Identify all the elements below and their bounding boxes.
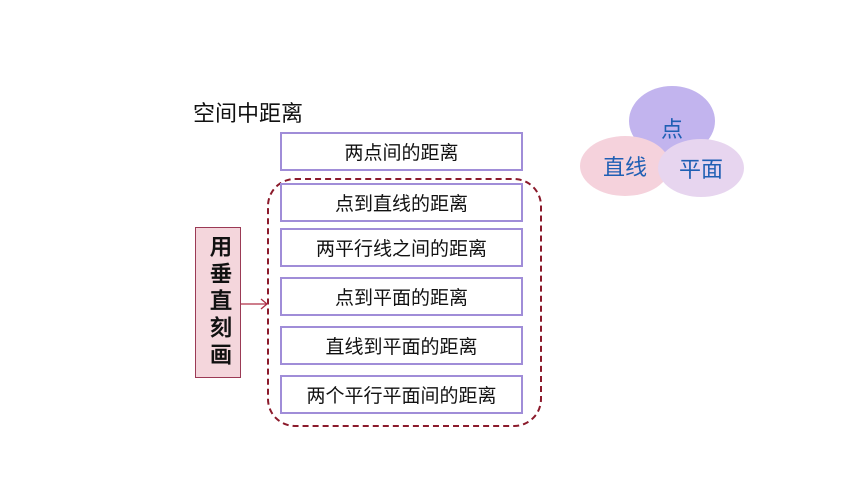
venn-plane-ellipse: 平面: [658, 139, 744, 197]
distance-item-point-to-plane: 点到平面的距离: [280, 277, 523, 316]
distance-item-line-to-plane: 直线到平面的距离: [280, 326, 523, 365]
page-title: 空间中距离: [193, 102, 304, 127]
distance-item-parallel-planes: 两个平行平面间的距离: [280, 375, 523, 414]
arrow-right-icon: [241, 298, 269, 310]
distance-item-point-to-line: 点到直线的距离: [280, 183, 523, 222]
venn-plane-label: 平面: [678, 158, 723, 183]
venn-line-ellipse: 直线: [580, 136, 670, 196]
venn-point-label: 点: [660, 118, 683, 143]
distance-item-parallel-lines: 两平行线之间的距离: [280, 228, 523, 267]
method-label: 用垂直刻画: [206, 235, 231, 370]
perpendicular-group-frame: [267, 178, 542, 427]
distance-item-two-points: 两点间的距离: [280, 132, 523, 171]
venn-line-label: 直线: [602, 156, 647, 181]
venn-diagram: 点 直线 平面: [580, 86, 750, 201]
method-label-box: 用垂直刻画: [195, 227, 241, 378]
